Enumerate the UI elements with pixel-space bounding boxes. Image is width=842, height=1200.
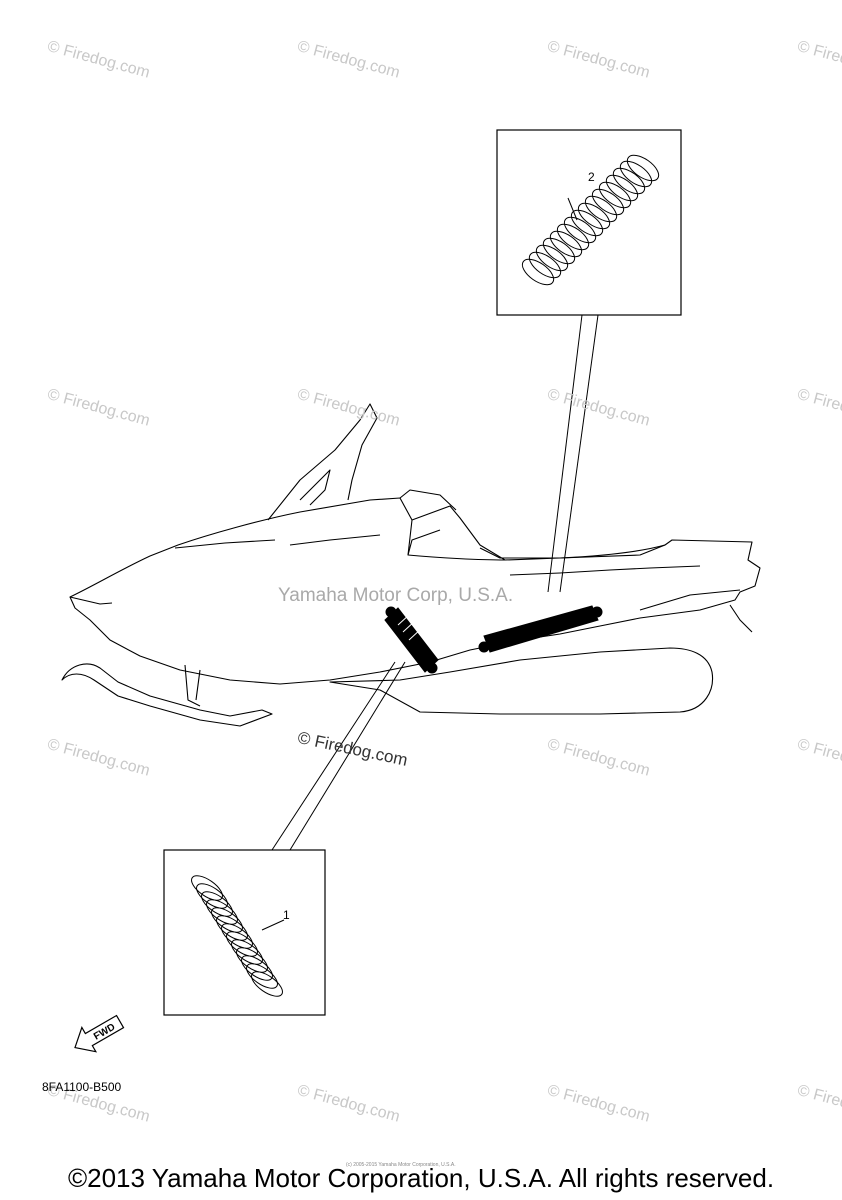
copyright-footer: ©2013 Yamaha Motor Corporation, U.S.A. A…	[67, 1163, 775, 1193]
fwd-arrow-icon: FWD	[74, 1014, 125, 1053]
spring-coil-part-2	[521, 154, 660, 286]
callout-part-2: 2	[588, 170, 595, 184]
front-shock-absorber	[384, 606, 439, 674]
part-code: 8FA1100-B500	[42, 1080, 122, 1094]
snowmobile-outline	[61, 403, 761, 727]
tiny-notice: (c) 2005-2015 Yamaha Motor Corporation, …	[346, 1162, 456, 1168]
callout-part-1: 1	[283, 908, 290, 922]
rear-shock-absorber	[478, 605, 603, 653]
spring-coil-part-1	[191, 875, 285, 997]
detail-box-part-2	[496, 129, 682, 316]
detail-box-part-1	[163, 849, 326, 1016]
fwd-label: FWD	[92, 1022, 117, 1043]
leader-lines	[271, 314, 599, 851]
corp-watermark: Yamaha Motor Corp, U.S.A.	[278, 585, 514, 606]
